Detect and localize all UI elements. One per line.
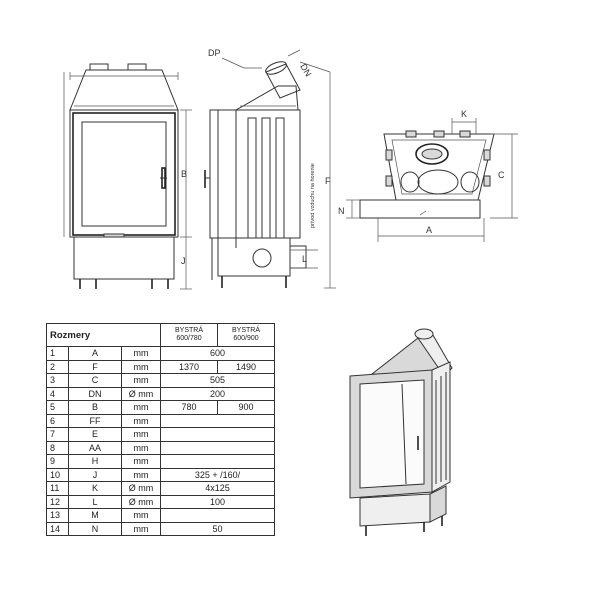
label-B: B: [181, 169, 187, 179]
row-unit: Ø mm: [121, 386, 161, 401]
row-code: H: [68, 454, 122, 469]
row-value: 100: [160, 494, 275, 509]
row-number: 6: [46, 413, 69, 428]
row-number: 1: [46, 346, 69, 361]
column-header-600-780: BYSTRÁ 600/780: [160, 323, 218, 347]
label-DP: DP: [208, 48, 221, 58]
front-view: B J: [63, 63, 192, 290]
label-DN: DN: [298, 62, 313, 78]
row-number: 13: [46, 508, 69, 523]
side-view: F L DP DN prívod vzduchu na horenie: [204, 48, 336, 289]
row-value: 1370: [160, 359, 218, 374]
row-number: 4: [46, 386, 69, 401]
row-value: 600: [160, 346, 275, 361]
row-value: 4x125: [160, 481, 275, 496]
row-unit: mm: [121, 359, 161, 374]
row-value: [160, 454, 275, 469]
row-number: 5: [46, 400, 69, 415]
row-code: E: [68, 427, 122, 442]
row-unit: mm: [121, 508, 161, 523]
row-code: N: [68, 521, 122, 536]
row-number: 8: [46, 440, 69, 455]
row-unit: mm: [121, 400, 161, 415]
label-K: K: [461, 109, 467, 119]
row-code: F: [68, 359, 122, 374]
row-number: 11: [46, 481, 69, 496]
row-number: 12: [46, 494, 69, 509]
row-code: A: [68, 346, 122, 361]
row-unit: mm: [121, 373, 161, 388]
row-value: 505: [160, 373, 275, 388]
row-code: K: [68, 481, 122, 496]
air-intake-note: prívod vzduchu na horenie: [310, 163, 316, 228]
isometric-view: [349, 328, 453, 536]
row-number: 10: [46, 467, 69, 482]
row-unit: mm: [121, 427, 161, 442]
top-view: K C N A: [338, 109, 518, 242]
row-code: M: [68, 508, 122, 523]
row-unit: mm: [121, 413, 161, 428]
row-value: 200: [160, 386, 275, 401]
row-number: 14: [46, 521, 69, 536]
row-value: 900: [217, 400, 275, 415]
row-code: AA: [68, 440, 122, 455]
row-number: 2: [46, 359, 69, 374]
row-value: [160, 508, 275, 523]
row-code: C: [68, 373, 122, 388]
row-value: 780: [160, 400, 218, 415]
row-code: DN: [68, 386, 122, 401]
label-N: N: [338, 206, 345, 216]
row-value: 50: [160, 521, 275, 536]
row-value: 325 + /160/: [160, 467, 275, 482]
row-code: L: [68, 494, 122, 509]
label-J: J: [181, 256, 186, 266]
row-code: B: [68, 400, 122, 415]
column-header-600-900: BYSTRÁ 600/900: [217, 323, 275, 347]
label-F: F: [325, 176, 331, 186]
row-number: 3: [46, 373, 69, 388]
row-code: J: [68, 467, 122, 482]
row-unit: mm: [121, 440, 161, 455]
label-C: C: [498, 170, 505, 180]
row-unit: mm: [121, 521, 161, 536]
row-unit: mm: [121, 346, 161, 361]
row-value: 1490: [217, 359, 275, 374]
table-title: Rozmery: [46, 323, 161, 347]
row-value: [160, 427, 275, 442]
row-value: [160, 440, 275, 455]
table-header: Rozmery BYSTRÁ 600/780 BYSTRÁ 600/900: [46, 323, 275, 347]
row-unit: Ø mm: [121, 481, 161, 496]
row-number: 9: [46, 454, 69, 469]
row-unit: mm: [121, 467, 161, 482]
row-value: [160, 413, 275, 428]
label-L: L: [302, 254, 307, 264]
row-number: 7: [46, 427, 69, 442]
label-A: A: [426, 225, 432, 235]
row-unit: Ø mm: [121, 494, 161, 509]
row-code: FF: [68, 413, 122, 428]
row-unit: mm: [121, 454, 161, 469]
